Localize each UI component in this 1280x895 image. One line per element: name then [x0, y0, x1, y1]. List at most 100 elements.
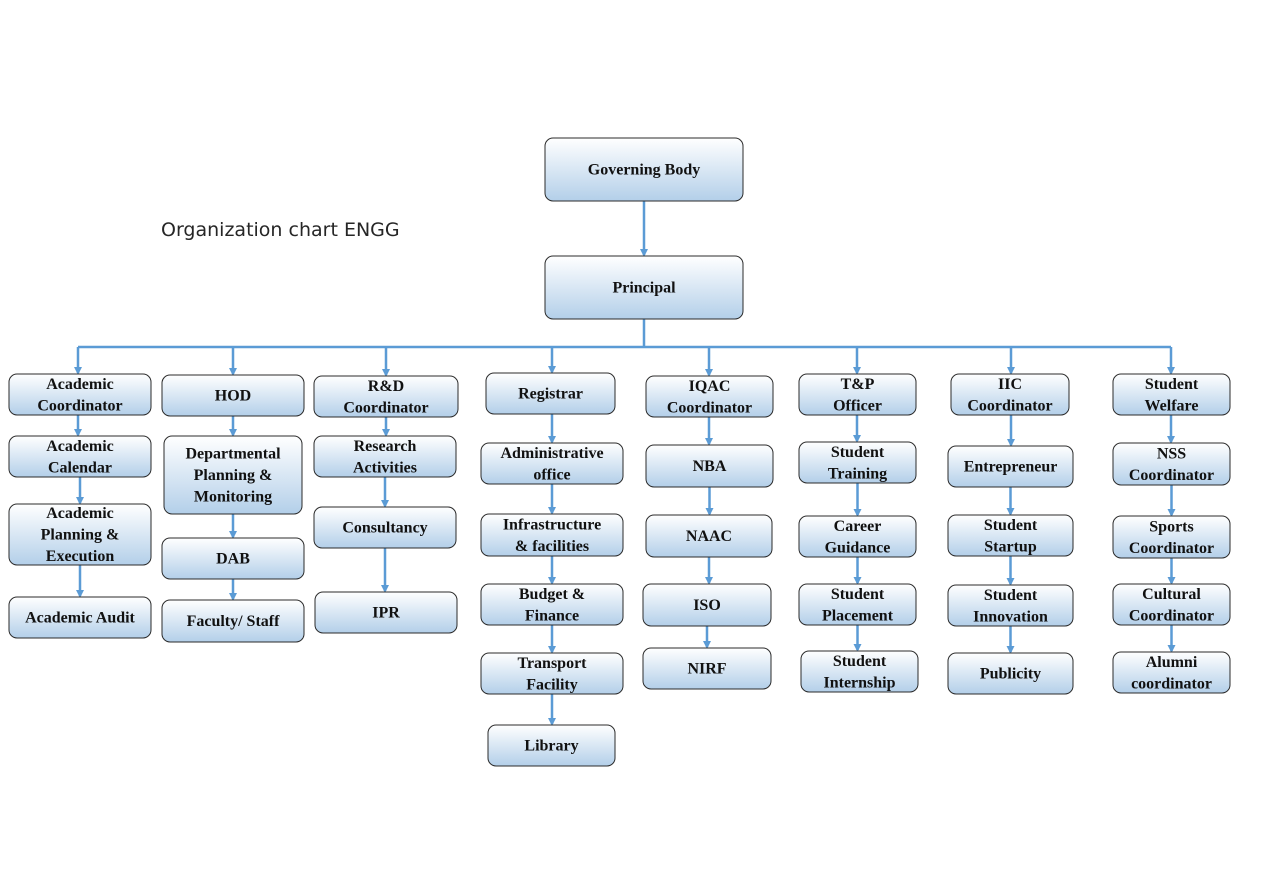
node-box [480, 513, 624, 557]
node-box [642, 647, 772, 690]
node-label: DAB [216, 551, 250, 568]
node-label: Governing Body [588, 162, 700, 179]
node-box [544, 255, 744, 320]
node-label: Academic Audit [25, 610, 135, 627]
node-label: Sports [1149, 518, 1193, 535]
node-label: NSS [1157, 445, 1186, 462]
node-label: Cultural [1142, 586, 1201, 603]
chart-title: Organization chart ENGG [161, 219, 400, 241]
node-infra: Infrastructure& facilities [480, 513, 624, 557]
node-label: Consultancy [342, 520, 427, 537]
node-hod: HOD [161, 374, 305, 417]
node-box [798, 373, 917, 416]
node-label: Training [828, 465, 887, 482]
node-naac: NAAC [645, 514, 773, 558]
node-label: Student [1145, 376, 1199, 393]
node-label: Student [984, 587, 1038, 604]
node-label: IQAC [689, 378, 731, 395]
node-box [645, 375, 774, 418]
node-label: Internship [823, 674, 895, 691]
node-label: HOD [215, 388, 251, 405]
node-iic: IIC Coordinator [950, 373, 1070, 416]
node-box [950, 373, 1070, 416]
node-label: Facility [526, 676, 578, 693]
node-box [798, 441, 917, 484]
node-box [1112, 373, 1231, 416]
node-box [313, 375, 459, 418]
node-label: office [533, 466, 570, 483]
node-box [798, 583, 917, 626]
node-box [947, 584, 1074, 627]
node-label: Coordinator [967, 397, 1052, 414]
node-label: Guidance [825, 539, 891, 556]
node-label: Departmental [185, 446, 281, 463]
node-label: Finance [525, 607, 579, 624]
node-box [947, 445, 1074, 488]
node-box [161, 374, 305, 417]
node-label: Principal [612, 280, 676, 297]
node-label: Library [524, 738, 578, 755]
node-label: Calendar [48, 459, 112, 476]
node-box [1112, 583, 1231, 626]
node-box [645, 514, 773, 558]
node-dab: DAB [161, 537, 305, 580]
node-box [313, 506, 457, 549]
node-label: Academic [46, 505, 114, 522]
node-label: NAAC [686, 528, 732, 545]
connectors [74, 201, 1176, 726]
node-principal: Principal [544, 255, 744, 320]
node-box [642, 583, 772, 627]
node-governing: Governing Body [544, 137, 744, 202]
node-label: R&D [368, 378, 404, 395]
node-label: IPR [372, 605, 400, 622]
node-box [544, 137, 744, 202]
node-label: Career [834, 518, 882, 535]
node-label: Coordinator [343, 399, 428, 416]
node-label: IIC [998, 376, 1022, 393]
node-box [947, 652, 1074, 695]
node-box [480, 583, 624, 626]
node-label: Student [984, 517, 1038, 534]
node-label: Student [833, 653, 887, 670]
node-label: Innovation [973, 608, 1048, 625]
node-box [313, 435, 457, 478]
node-acad-audit: Academic Audit [8, 596, 152, 639]
node-label: Coordinator [1129, 467, 1214, 484]
node-label: Faculty/ Staff [187, 613, 281, 630]
node-box [480, 652, 624, 695]
node-label: Alumni [1146, 654, 1198, 671]
node-label: Research [354, 438, 417, 455]
node-label: Officer [833, 397, 882, 414]
node-label: Academic [46, 438, 114, 455]
node-label: Coordinator [37, 397, 122, 414]
node-box [161, 599, 305, 643]
node-label: Academic [46, 376, 114, 393]
node-label: & facilities [515, 538, 589, 555]
node-label: Coordinator [1129, 540, 1214, 557]
node-box [1112, 651, 1231, 694]
node-box [8, 596, 152, 639]
node-budget: Budget &Finance [480, 583, 624, 626]
node-label: Publicity [980, 666, 1041, 683]
node-box [8, 435, 152, 478]
node-iqac: IQAC Coordinator [645, 375, 774, 418]
node-box [800, 650, 919, 693]
node-label: Execution [46, 548, 115, 565]
node-label: Coordinator [667, 399, 752, 416]
node-box [163, 435, 303, 515]
node-label: Planning & [41, 527, 120, 544]
